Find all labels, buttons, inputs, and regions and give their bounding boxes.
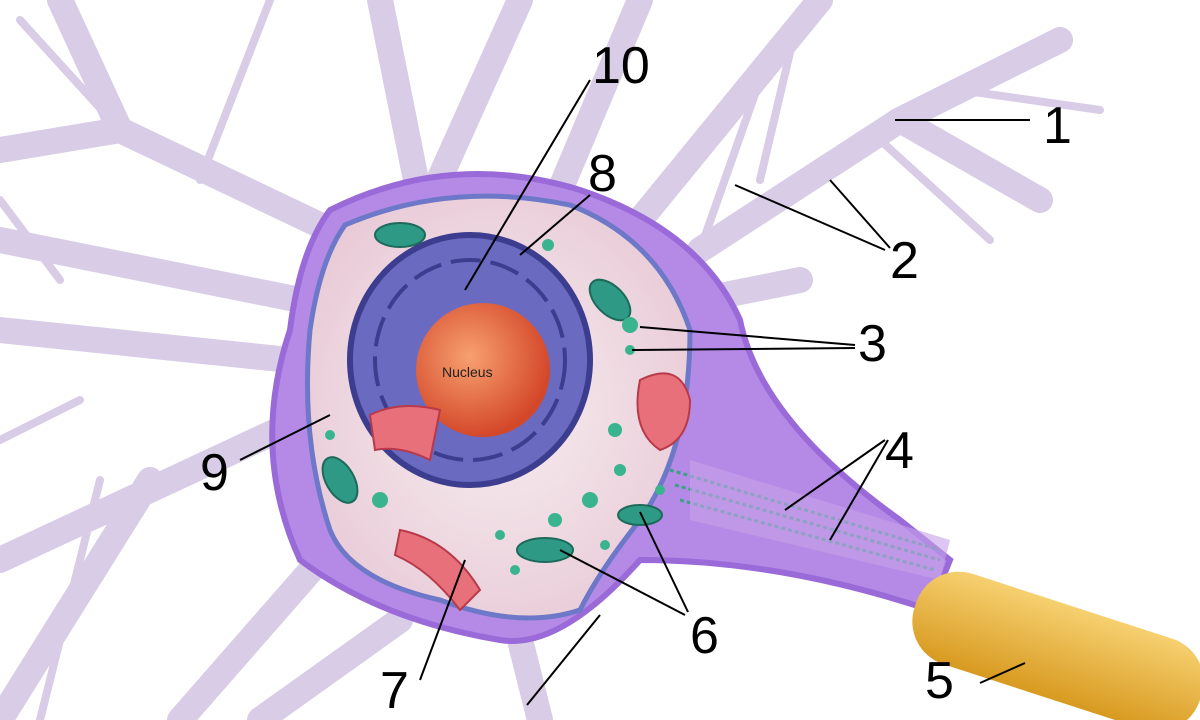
mitochondria bbox=[321, 222, 663, 563]
nucleus-label: Nucleus bbox=[442, 364, 493, 380]
label-6: 6 bbox=[690, 607, 719, 665]
myelin-sheath bbox=[912, 571, 1200, 720]
label-5: 5 bbox=[925, 652, 954, 710]
label-7: 7 bbox=[380, 662, 409, 720]
label-3: 3 bbox=[858, 315, 887, 373]
dendrites bbox=[0, 0, 1104, 720]
label-4: 4 bbox=[885, 422, 914, 480]
label-9: 9 bbox=[200, 444, 229, 502]
label-10: 10 bbox=[592, 37, 650, 95]
vesicles bbox=[325, 239, 665, 575]
axon-hillock bbox=[690, 460, 950, 580]
label-2: 2 bbox=[890, 232, 919, 290]
leader-lines bbox=[239, 79, 1030, 706]
label-8: 8 bbox=[588, 145, 617, 203]
nucleus bbox=[416, 303, 550, 437]
label-1: 1 bbox=[1043, 97, 1072, 155]
golgi-apparatus bbox=[368, 372, 692, 612]
